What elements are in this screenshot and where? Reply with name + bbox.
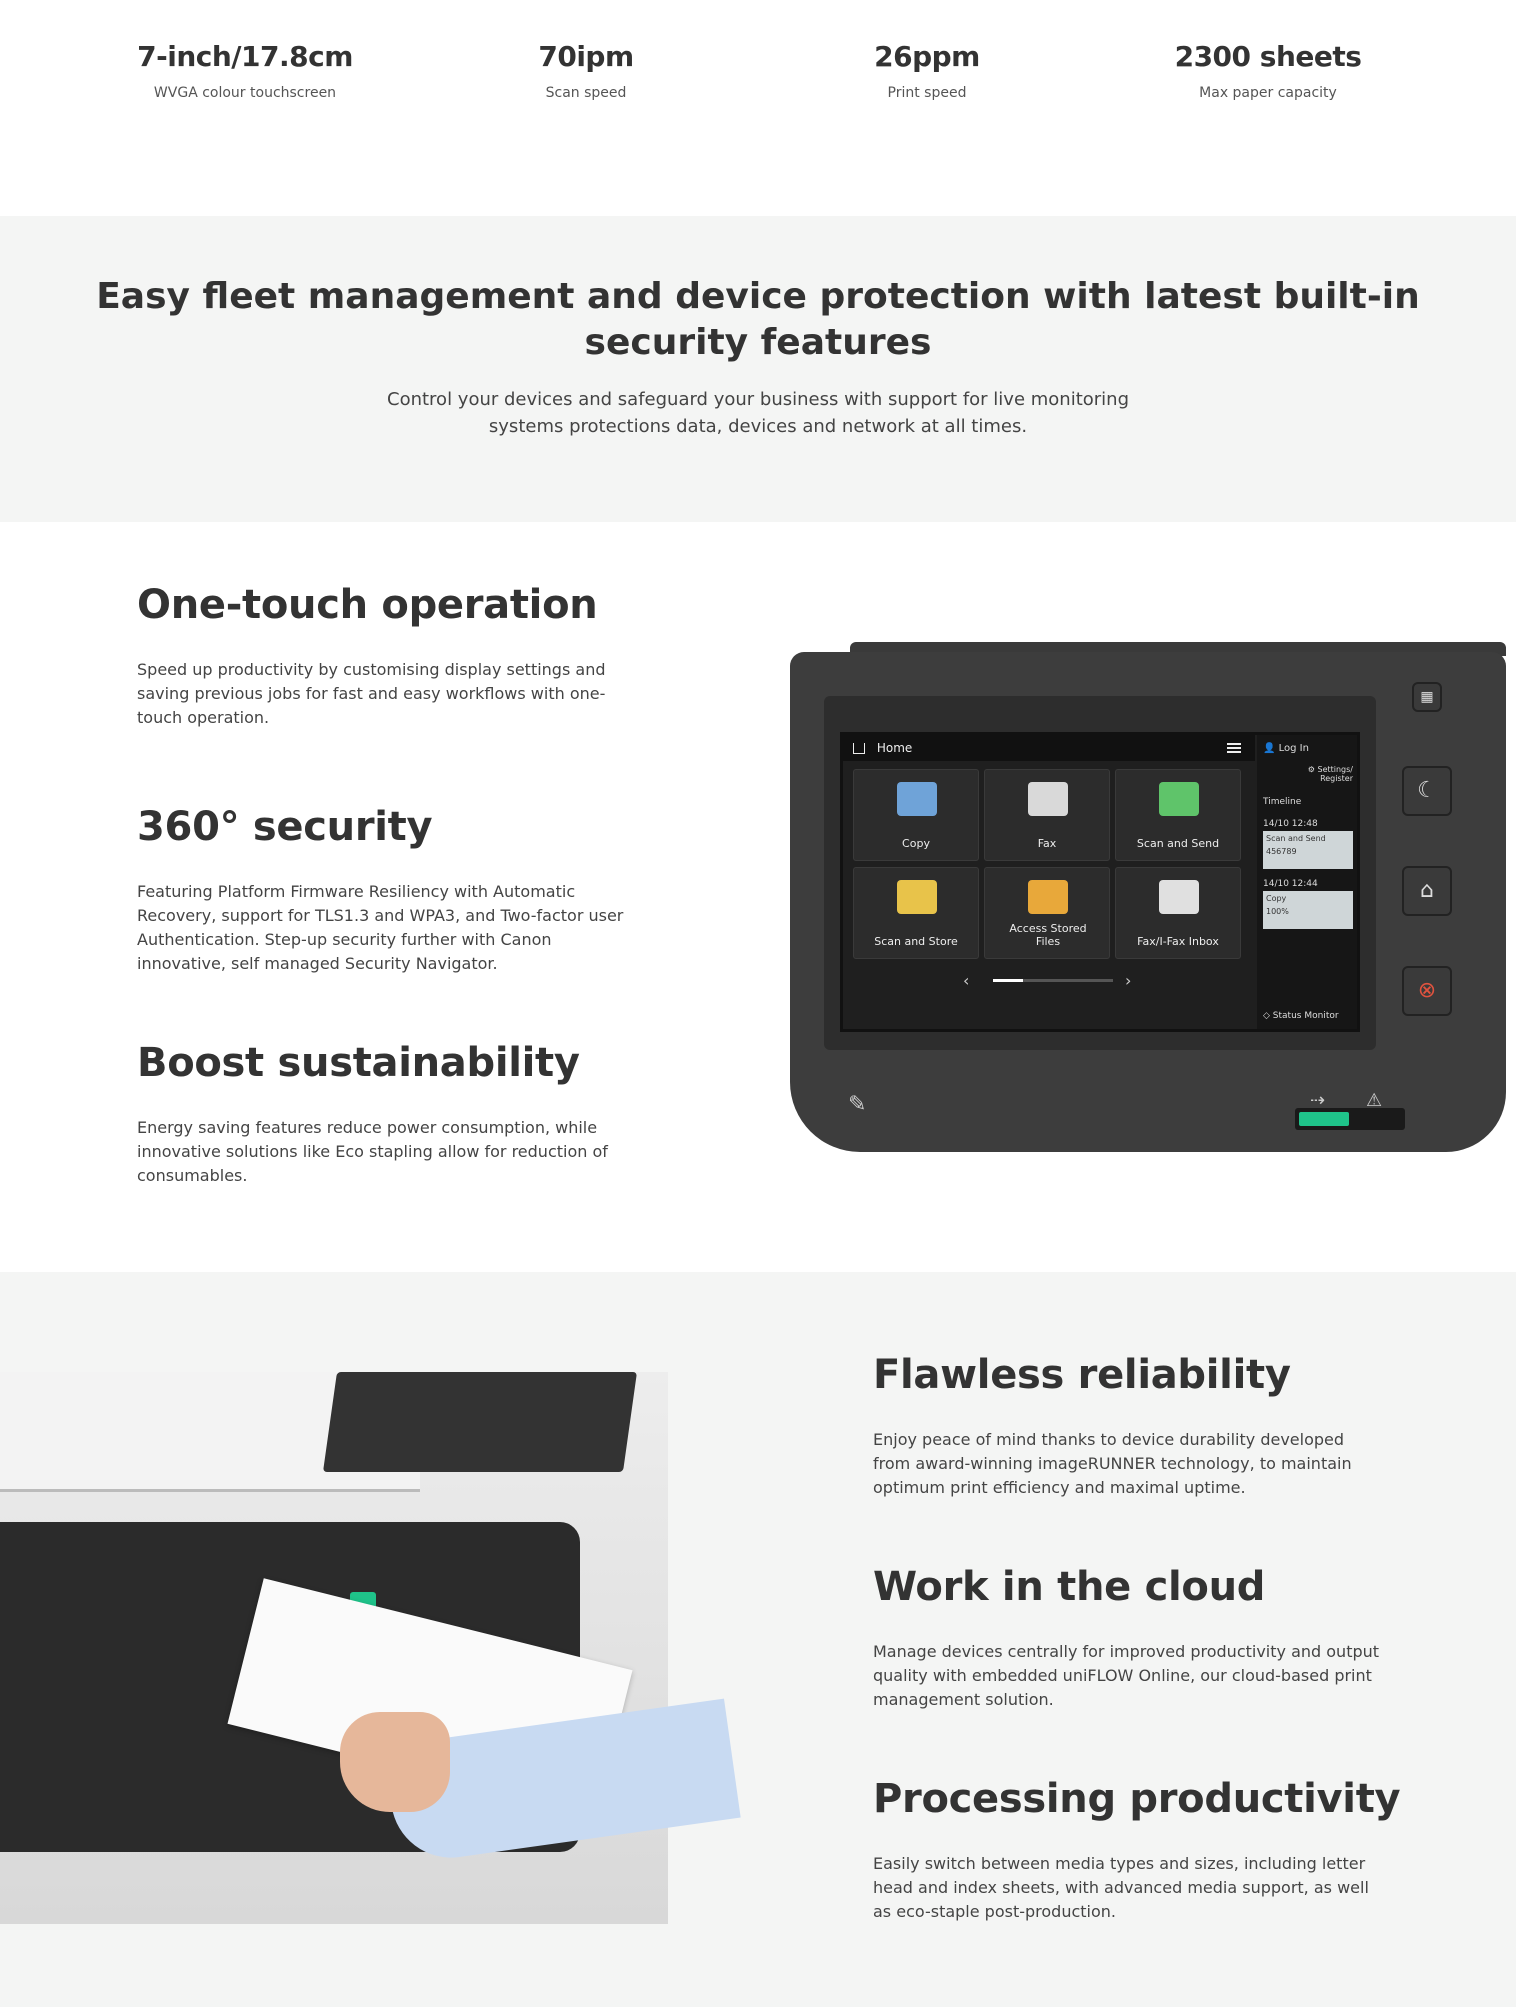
stat-value: 26ppm <box>874 40 980 73</box>
device-panel-image: Home Copy Fax Scan and Send Scan and Sto… <box>790 642 1506 1152</box>
feature-text: Easily switch between media types and si… <box>873 1854 1369 1921</box>
stat-value: 2300 sheets <box>1174 40 1362 73</box>
send-icon <box>1159 782 1199 816</box>
feature-text: Speed up productivity by customising dis… <box>137 660 606 727</box>
banner-title: Easy fleet management and device protect… <box>96 276 1420 363</box>
stop-icon: ⊗ <box>1402 966 1452 1016</box>
feature-title: 360° security <box>137 804 433 850</box>
printer-panel <box>322 1372 638 1472</box>
stat-label: Scan speed <box>545 85 627 101</box>
printer-photo <box>0 1372 741 1924</box>
timeline-time: 14/10 12:48 <box>1263 819 1318 829</box>
features-top: One-touch operation Speed up productivit… <box>0 522 1516 1272</box>
status-led <box>1295 1108 1405 1130</box>
feature-title: Processing productivity <box>873 1776 1401 1822</box>
home-icon <box>853 743 865 754</box>
stat-scan-speed: 70ipm Scan speed <box>416 40 756 101</box>
page-indicator <box>993 979 1113 982</box>
feature-title: Flawless reliability <box>873 1352 1291 1398</box>
feature-cloud: Work in the cloud Manage devices central… <box>873 1564 1379 1712</box>
stat-screen: 7-inch/17.8cm WVGA colour touchscreen <box>75 40 415 101</box>
screen-settings: ⚙ Settings/ Register <box>1307 765 1353 783</box>
feature-title: Work in the cloud <box>873 1564 1266 1610</box>
stat-label: Max paper capacity <box>1199 85 1337 101</box>
stat-label: WVGA colour touchscreen <box>153 85 337 101</box>
tile-copy: Copy <box>853 769 979 861</box>
chevron-right-icon: › <box>1125 971 1132 990</box>
tile-scan-store: Scan and Store <box>853 867 979 959</box>
copy-icon <box>897 782 937 816</box>
feature-productivity: Processing productivity Easily switch be… <box>873 1776 1433 1924</box>
data-icon: ⇢ <box>1310 1090 1326 1111</box>
pencil-icon: ✎ <box>848 1092 867 1117</box>
user-icon: 👤 <box>1263 743 1276 754</box>
feature-text: Enjoy peace of mind thanks to device dur… <box>873 1430 1352 1497</box>
files-icon <box>1028 880 1068 914</box>
sleep-icon: ☾ <box>1402 766 1452 816</box>
feature-sustainability: Boost sustainability Energy saving featu… <box>137 1040 637 1188</box>
screen-sidebar: 👤 Log In ⚙ Settings/ Register Timeline 1… <box>1257 735 1357 1029</box>
features-bottom: Flawless reliability Enjoy peace of mind… <box>0 1272 1516 2007</box>
feature-reliability: Flawless reliability Enjoy peace of mind… <box>873 1352 1373 1500</box>
home-button-icon: ⌂ <box>1402 866 1452 916</box>
screen-login: 👤 Log In <box>1263 743 1309 754</box>
gear-icon: ⚙ <box>1307 765 1315 774</box>
inbox-icon <box>1159 880 1199 914</box>
feature-text: Manage devices centrally for improved pr… <box>873 1642 1380 1709</box>
stat-value: 70ipm <box>538 40 634 73</box>
warning-icon: ⚠ <box>1366 1090 1383 1111</box>
stat-value: 7-inch/17.8cm <box>137 40 353 73</box>
feature-security: 360° security Featuring Platform Firmwar… <box>137 804 637 976</box>
stat-paper-capacity: 2300 sheets Max paper capacity <box>1098 40 1438 101</box>
counter-icon: ▦ <box>1412 682 1442 712</box>
fax-icon <box>1028 782 1068 816</box>
screen-home-label: Home <box>876 741 913 755</box>
screen-status-monitor: ◇ Status Monitor <box>1263 1011 1339 1021</box>
stat-print-speed: 26ppm Print speed <box>757 40 1097 101</box>
feature-one-touch: One-touch operation Speed up productivit… <box>137 582 637 730</box>
device-touchscreen: Home Copy Fax Scan and Send Scan and Sto… <box>840 732 1360 1032</box>
timeline-card: Copy 100% <box>1263 891 1353 929</box>
security-banner: Easy fleet management and device protect… <box>0 216 1516 522</box>
stat-label: Print speed <box>887 85 967 101</box>
tile-fax-inbox: Fax/I-Fax Inbox <box>1115 867 1241 959</box>
status-monitor-icon: ◇ <box>1263 1011 1270 1021</box>
feature-text: Featuring Platform Firmware Resiliency w… <box>137 882 624 973</box>
hand <box>340 1712 450 1812</box>
timeline-time: 14/10 12:44 <box>1263 879 1318 889</box>
spec-stats: 7-inch/17.8cm WVGA colour touchscreen 70… <box>0 0 1516 216</box>
tile-scan-send: Scan and Send <box>1115 769 1241 861</box>
feature-text: Energy saving features reduce power cons… <box>137 1118 608 1185</box>
chevron-left-icon: ‹ <box>963 971 970 990</box>
tile-fax: Fax <box>984 769 1110 861</box>
feature-title: Boost sustainability <box>137 1040 580 1086</box>
tile-access-files: Access Stored Files <box>984 867 1110 959</box>
feature-title: One-touch operation <box>137 582 598 628</box>
menu-icon <box>1227 743 1241 753</box>
screen-timeline-label: Timeline <box>1263 797 1302 807</box>
banner-text: Control your devices and safeguard your … <box>387 389 1129 437</box>
timeline-card: Scan and Send 456789 <box>1263 831 1353 869</box>
store-icon <box>897 880 937 914</box>
